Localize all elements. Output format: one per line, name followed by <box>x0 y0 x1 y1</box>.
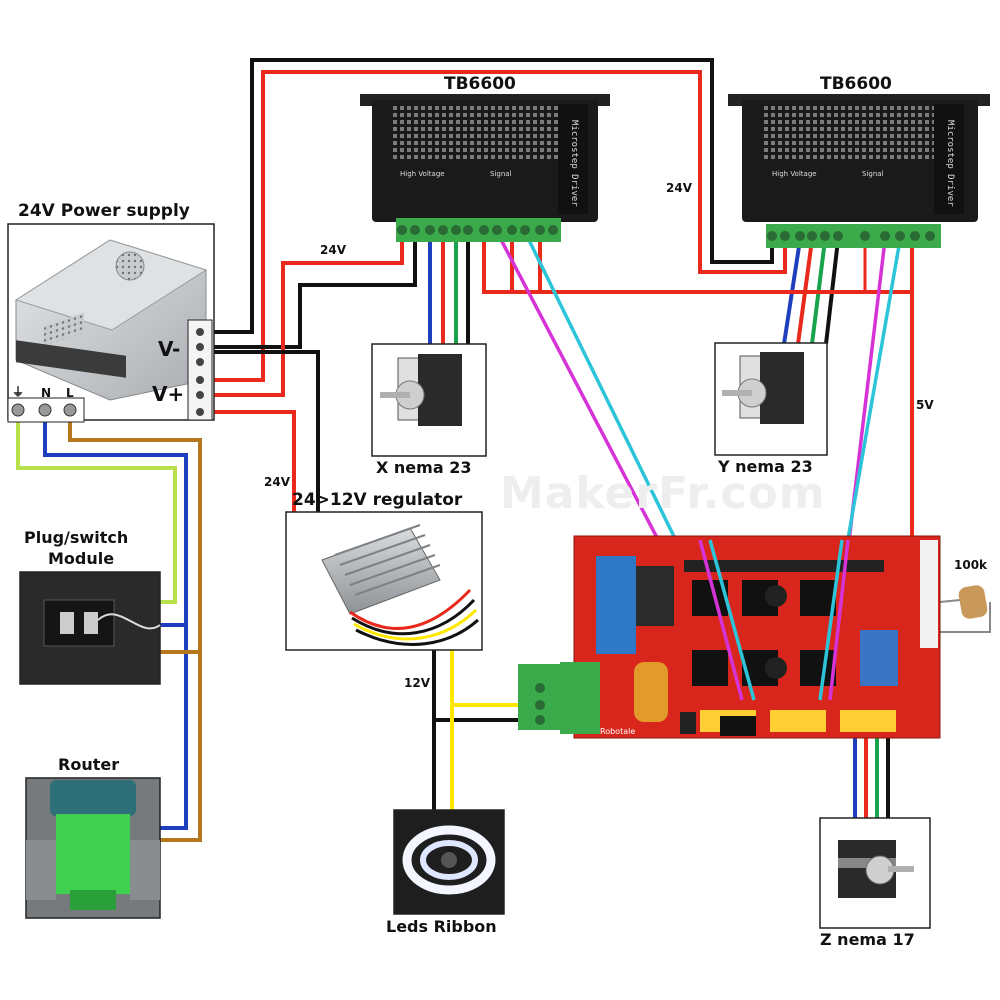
wire-red-psu-to-y-driver <box>200 70 787 382</box>
regulator-module <box>285 511 483 651</box>
power-supply-title: 24V Power supply <box>18 201 190 221</box>
live-label: L <box>66 386 74 400</box>
x-driver-hv-text: High Voltage <box>400 170 445 178</box>
z-motor-label: Z nema 17 <box>820 930 915 949</box>
neutral-label: N <box>41 386 52 400</box>
y-driver-hv-text: High Voltage <box>772 170 817 178</box>
x-nema23-motor <box>371 343 487 457</box>
y-nema23-motor <box>714 342 828 456</box>
wire-cyan-y-dir-tip <box>818 539 844 701</box>
wire-blue-neutral <box>43 420 188 830</box>
plug-switch-label-1: Plug/switch <box>24 528 129 547</box>
z-nema17-motor <box>819 817 931 929</box>
tb6600-driver-y: Microstep Driver High Voltage Signal <box>728 94 990 248</box>
wire-label-12v: 12V <box>404 676 430 690</box>
x-driver-title: TB6600 <box>444 74 516 94</box>
ramps-maker-text: Robotale <box>600 727 635 736</box>
plug-switch-label-2: Module <box>48 549 115 568</box>
wire-red-psu-to-x-driver <box>200 232 404 397</box>
wire-label-5v: 5V <box>916 398 934 412</box>
router <box>25 777 161 919</box>
router-label: Router <box>58 755 120 774</box>
regulator-title: 24>12V regulator <box>292 490 463 510</box>
v-minus-label: V- <box>158 337 181 361</box>
ramps-blue-terminals <box>596 556 636 654</box>
ramps-board: Robotale <box>573 535 941 739</box>
ground-label: ⏚ <box>12 385 25 399</box>
v-plus-label: V+ <box>152 382 185 406</box>
wire-label-24v-right: 24V <box>666 181 692 195</box>
leds-label: Leds Ribbon <box>386 917 497 936</box>
wire-black-12v <box>432 650 525 722</box>
wire-magenta-y-step-tip <box>828 539 850 701</box>
y-driver-signal-text: Signal <box>862 170 884 178</box>
ramps-power-terminal <box>518 662 600 734</box>
plug-switch-module <box>19 571 161 685</box>
x-driver-signal-text: Signal <box>490 170 512 178</box>
wire-black-psu-to-regulator <box>200 350 320 512</box>
wire-red-5v-bus <box>482 232 912 294</box>
wire-yellow-12v <box>450 650 525 707</box>
watermark: MakerFr.com <box>500 468 826 519</box>
wire-label-24v-left: 24V <box>320 243 346 257</box>
wire-red-psu-to-regulator <box>200 410 296 512</box>
resistor-100k <box>958 585 988 619</box>
driver-terminal-screws <box>397 225 935 241</box>
wire-magenta-x-step-tip <box>698 539 744 701</box>
led-ribbon <box>393 809 505 915</box>
tb6600-driver-x: Microstep Driver High Voltage Signal <box>360 94 610 242</box>
x-motor-label: X nema 23 <box>376 458 472 477</box>
y-driver-microstep-text: Microstep Driver <box>945 120 955 207</box>
wire-label-24v-regulator: 24V <box>264 475 290 489</box>
x-driver-microstep-text: Microstep Driver <box>569 120 579 207</box>
wire-black-psu-to-x-driver <box>200 232 417 349</box>
power-supply <box>7 223 215 423</box>
wire-brown-live <box>68 420 202 842</box>
wire-black-psu-to-y-driver <box>200 58 774 334</box>
y-motor-label: Y nema 23 <box>718 457 813 476</box>
x-driver-terminal-block <box>396 218 561 242</box>
y-driver-title: TB6600 <box>820 74 892 94</box>
resistor-label: 100k <box>954 558 988 572</box>
wire-lime-ground <box>16 420 177 604</box>
wire-cyan-x-dir-tip <box>708 539 756 701</box>
